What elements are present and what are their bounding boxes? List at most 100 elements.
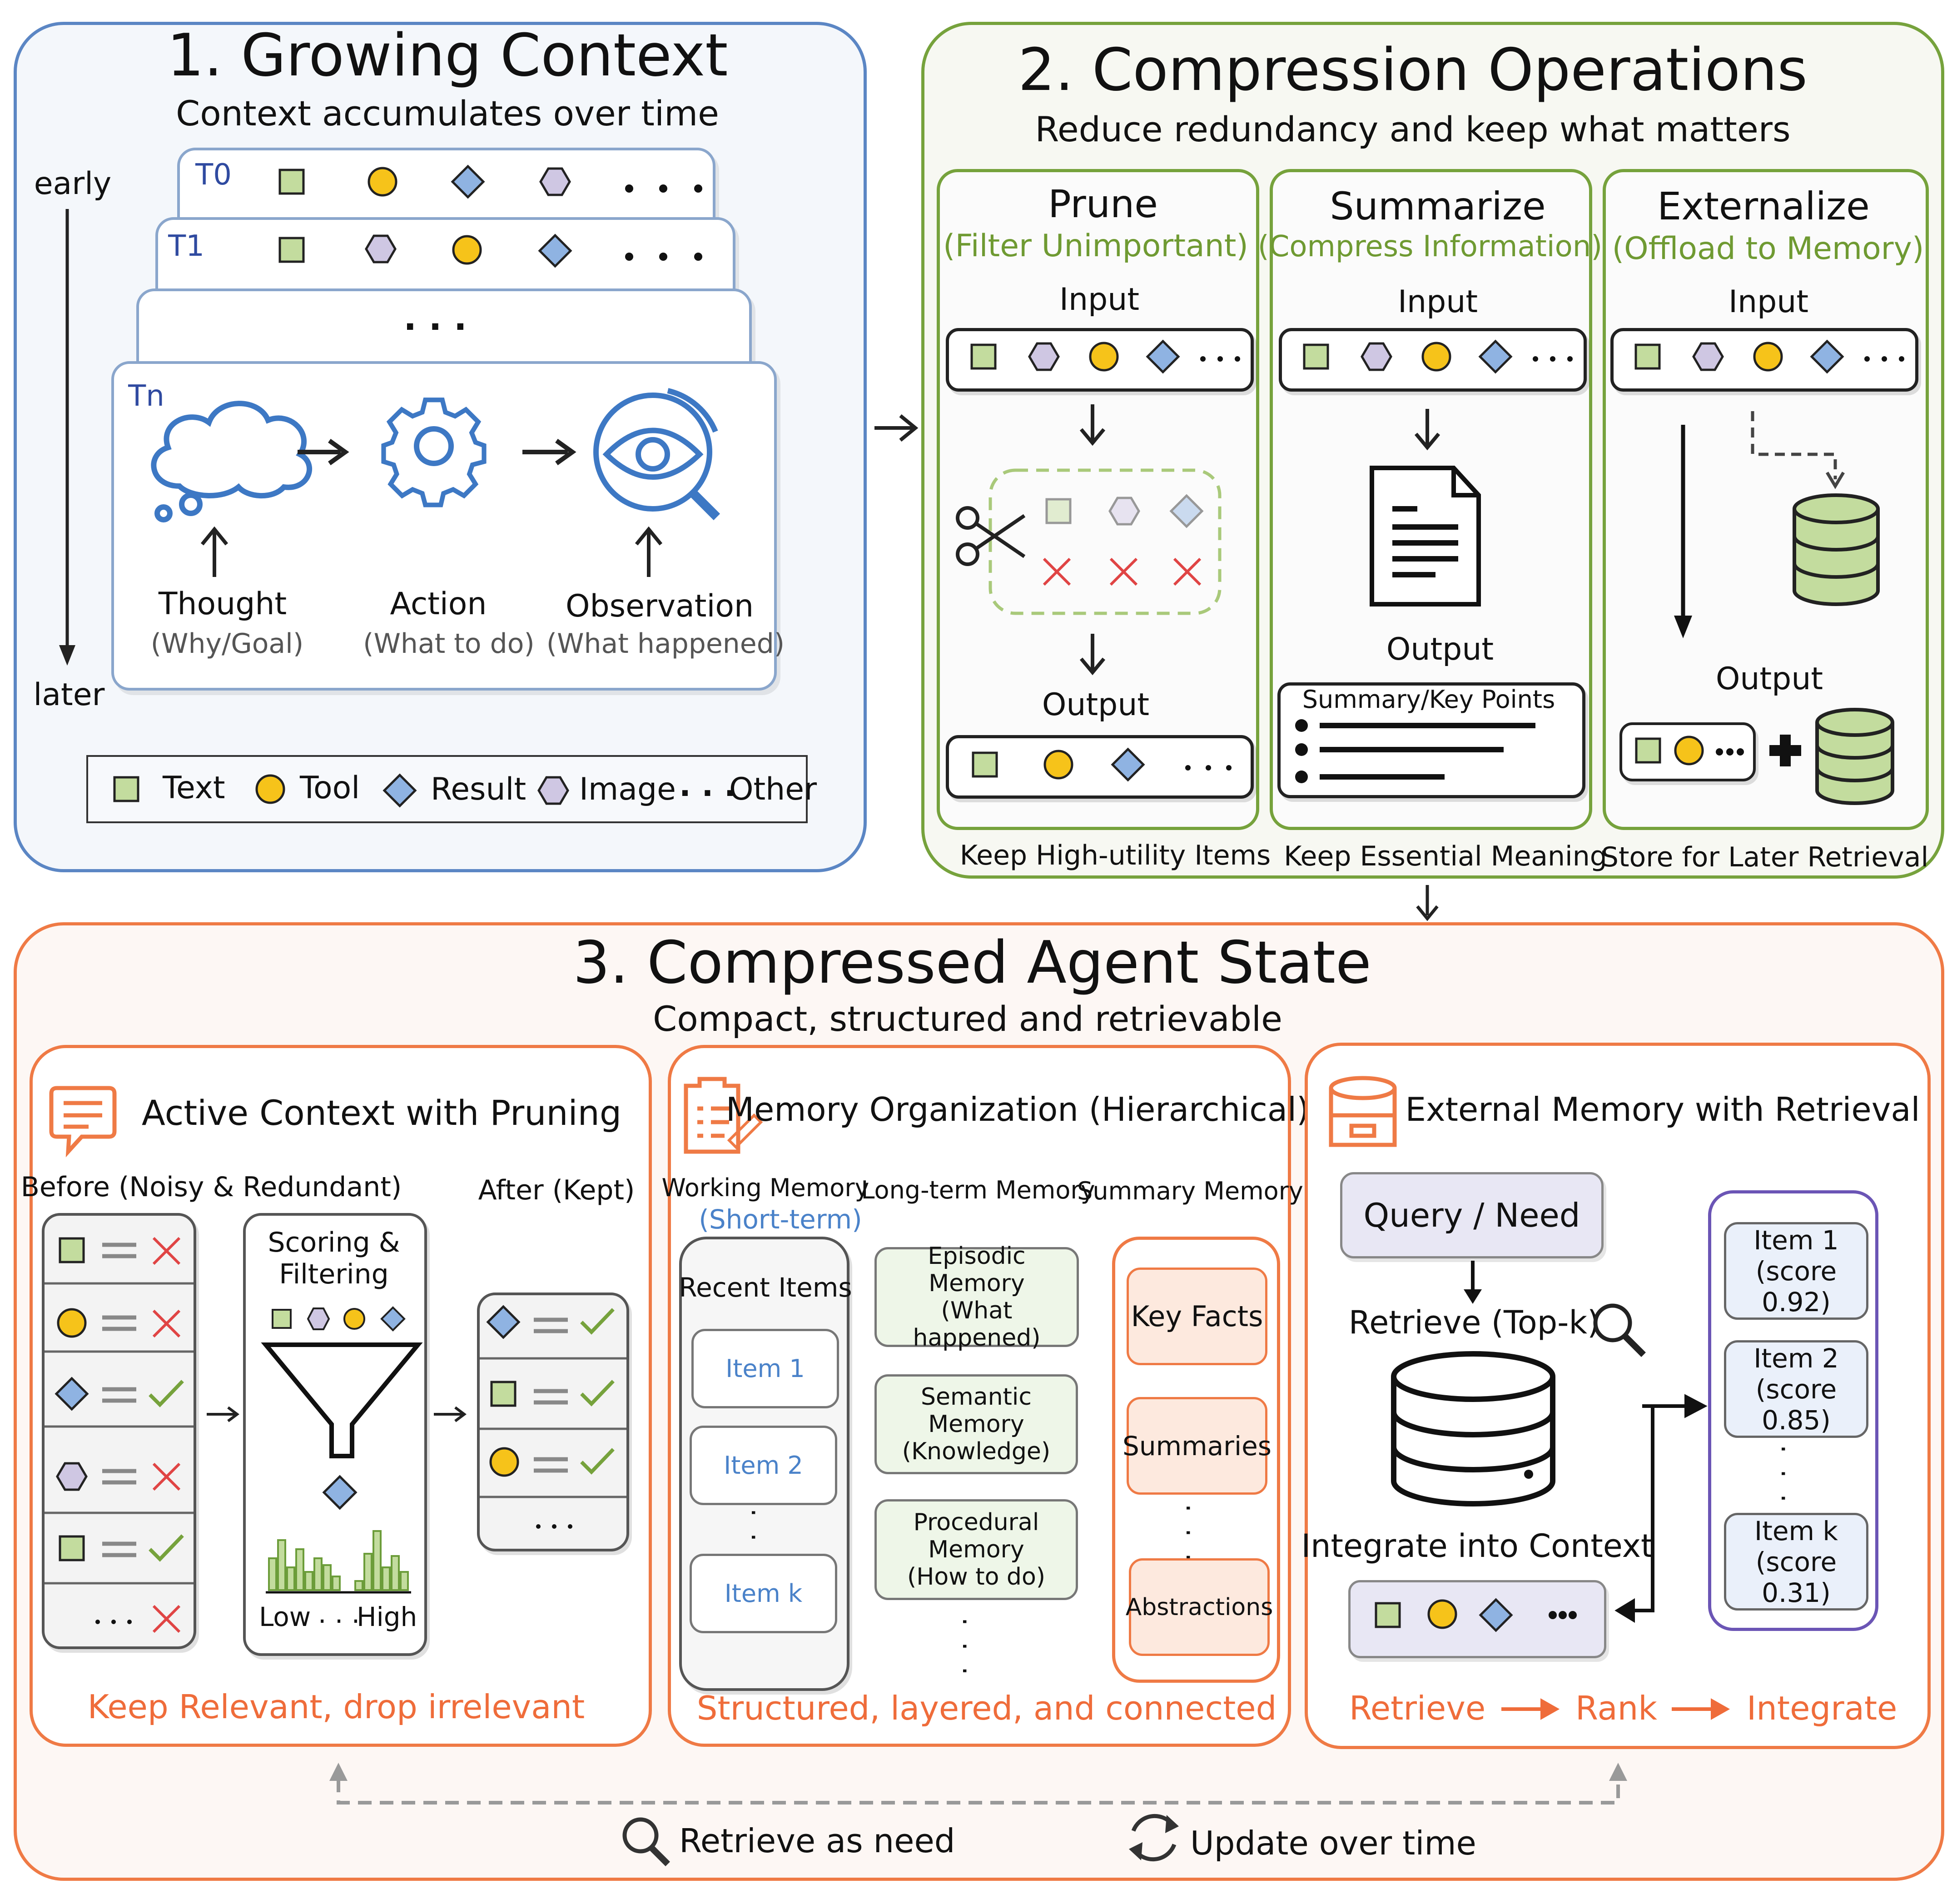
- active-caption: Keep Relevant, drop irrelevant: [87, 1688, 585, 1726]
- database-icon: [1815, 708, 1894, 805]
- document-icon: [1370, 466, 1481, 606]
- action-sublabel: (What to do): [363, 628, 535, 660]
- summarize-subtitle: (Compress Information): [1257, 230, 1603, 263]
- filtering-label: Filtering: [279, 1258, 389, 1290]
- externalize-caption: Store for Later Retrieval: [1601, 841, 1929, 873]
- thought-label: Thought: [158, 586, 287, 622]
- active-context-title: Active Context with Pruning: [141, 1093, 622, 1133]
- abstractions-card: Abstractions: [1126, 1558, 1273, 1656]
- externalize-column: [1603, 169, 1929, 830]
- externalize-output-label: Output: [1715, 661, 1823, 697]
- pruned-items-box: [988, 468, 1222, 615]
- keep-check-icons: [149, 1380, 184, 1562]
- retrieve-as-need-label: Retrieve as need: [679, 1822, 955, 1860]
- result-item-1-score: (score 0.92): [1755, 1255, 1837, 1317]
- long-term-ellipsis: . . .: [956, 1617, 988, 1679]
- remove-x-icons: [1043, 557, 1202, 586]
- semantic-memory-sublabel: (Knowledge): [902, 1438, 1051, 1465]
- prune-input-bar: [946, 328, 1254, 392]
- low-high-dots: . . .: [318, 1598, 360, 1629]
- result-item-2-score: (score 0.85): [1755, 1373, 1837, 1436]
- observation-sublabel: (What happened): [546, 628, 785, 660]
- database-icon: [1793, 493, 1880, 606]
- thought-sublabel: (Why/Goal): [150, 628, 304, 660]
- semantic-memory-card: Semantic Memory (Knowledge): [874, 1374, 1078, 1474]
- long-term-memory-label: Long-term Memory: [861, 1176, 1095, 1204]
- magnifier-icon: [622, 1817, 670, 1866]
- prune-title: Prune: [1048, 182, 1158, 226]
- summary-box-title: Summary/Key Points: [1302, 685, 1555, 714]
- result-item-k-score: (score 0.31): [1755, 1546, 1837, 1608]
- action-label: Action: [390, 586, 487, 622]
- growing-context-subtitle: Context accumulates over time: [176, 93, 719, 134]
- result-item-1[interactable]: Item 1 (score 0.92): [1724, 1222, 1868, 1320]
- legend-tool-label: Tool: [300, 770, 360, 806]
- legend-other-label: Other: [729, 771, 817, 807]
- integrate-label: Integrate into Context: [1301, 1527, 1654, 1565]
- legend: [86, 755, 808, 823]
- turn-label-t0: T0: [195, 158, 232, 192]
- procedural-memory-label: Procedural Memory: [913, 1509, 1039, 1563]
- gear-icon: [381, 398, 487, 507]
- compression-subtitle: Reduce redundancy and keep what matters: [1035, 109, 1791, 149]
- rank-return-arrow: [1614, 1394, 1708, 1623]
- flow-integrate-label: Integrate: [1747, 1689, 1897, 1727]
- externalize-input-label: Input: [1728, 284, 1809, 320]
- working-memory-label: Working Memory: [661, 1173, 869, 1202]
- legend-other-dots: . . .: [679, 768, 736, 804]
- results-ellipsis: . . .: [1775, 1445, 1807, 1506]
- prune-subtitle: (Filter Unimportant): [943, 228, 1248, 264]
- prune-output-label: Output: [1042, 687, 1150, 723]
- summaries-card: Summaries: [1123, 1397, 1272, 1495]
- turn-ellipsis: . . .: [403, 298, 467, 338]
- after-label: After (Kept): [478, 1174, 635, 1206]
- result-item-2[interactable]: Item 2 (score 0.85): [1724, 1340, 1868, 1438]
- magnifier-icon: [1593, 1303, 1646, 1357]
- retrieve-topk-label: Retrieve (Top-k): [1348, 1304, 1600, 1341]
- state-subtitle: Compact, structured and retrievable: [653, 999, 1282, 1039]
- database-icon: [1391, 1351, 1555, 1506]
- result-item-k[interactable]: Item k (score 0.31): [1724, 1513, 1868, 1611]
- turn-label-tn: Tn: [128, 379, 164, 413]
- summary-ellipsis: . . .: [1180, 1504, 1212, 1566]
- low-label: Low: [259, 1601, 311, 1632]
- semantic-memory-label: Semantic Memory: [921, 1383, 1032, 1438]
- legend-image-label: Image: [579, 771, 676, 807]
- legend-result-label: Result: [431, 771, 527, 807]
- plus-icon: [1769, 735, 1801, 766]
- result-item-1-label: Item 1: [1753, 1224, 1839, 1256]
- query-box[interactable]: Query / Need: [1340, 1172, 1604, 1258]
- working-item-k: Item k: [690, 1554, 837, 1633]
- before-label: Before (Noisy & Redundant): [20, 1171, 402, 1203]
- externalize-title: Externalize: [1657, 184, 1870, 229]
- summarize-title: Summarize: [1330, 184, 1546, 229]
- update-over-time-label: Update over time: [1190, 1824, 1476, 1862]
- early-label: early: [34, 166, 112, 202]
- refresh-icon: [1129, 1814, 1179, 1862]
- flow-retrieve-label: Retrieve: [1349, 1689, 1486, 1727]
- thought-cloud-icon: [151, 401, 312, 522]
- summarize-input-label: Input: [1397, 284, 1478, 320]
- working-item-1: Item 1: [691, 1329, 839, 1408]
- scissors-icon: [956, 506, 1026, 566]
- flow-rank-label: Rank: [1575, 1689, 1657, 1727]
- growing-context-title: 1. Growing Context: [167, 22, 728, 89]
- external-memory-title: External Memory with Retrieval: [1405, 1090, 1920, 1128]
- drop-x-icons: [152, 1237, 181, 1633]
- summarize-caption: Keep Essential Meaning: [1284, 840, 1607, 872]
- externalize-subtitle: (Offload to Memory): [1612, 231, 1924, 267]
- prune-caption: Keep High-utility Items: [959, 840, 1271, 871]
